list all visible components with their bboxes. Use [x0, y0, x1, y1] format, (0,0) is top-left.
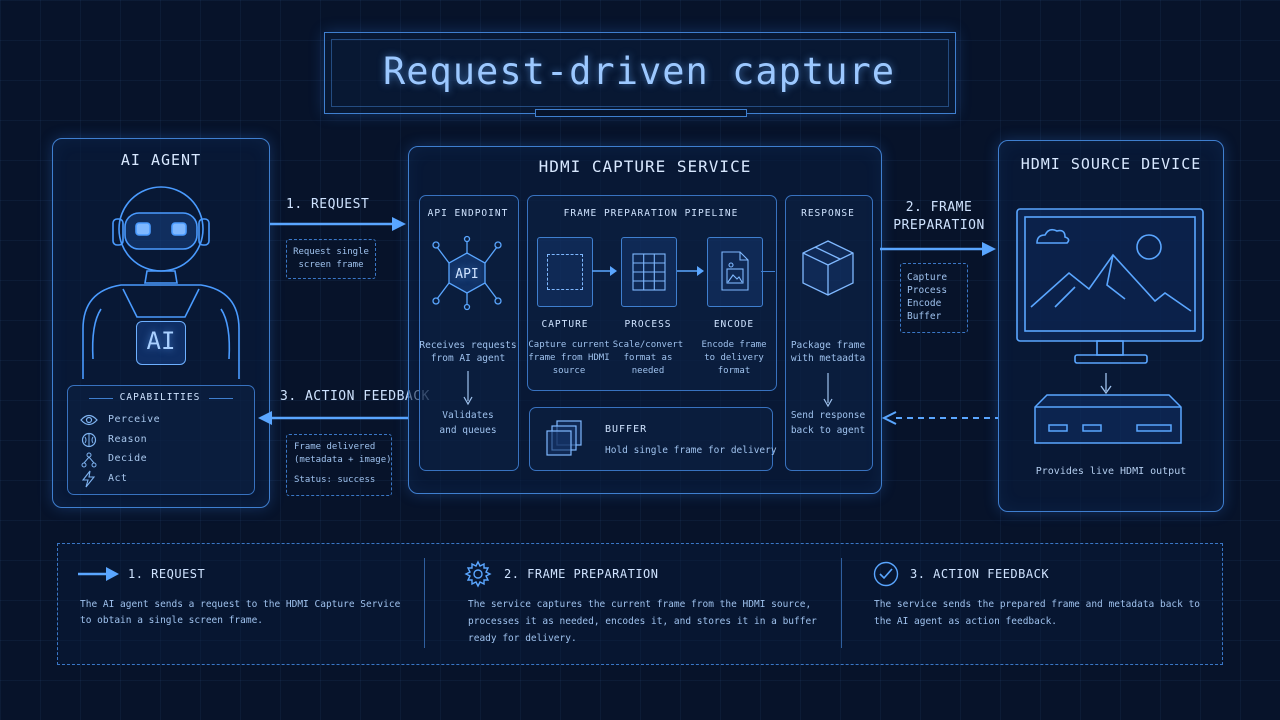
legend-feedback-desc-2: the AI agent as action feedback. — [874, 616, 1058, 627]
eye-icon — [80, 414, 98, 426]
buffer-desc: Hold single frame for delivery — [605, 445, 777, 456]
ai-chip-label: AI — [146, 327, 176, 355]
legend-preparation-desc-1: The service captures the current frame f… — [468, 599, 812, 610]
lightning-icon — [81, 470, 96, 488]
hdmi-source-panel: HDMI SOURCE DEVICE Provides live HDMI ou… — [998, 140, 1224, 512]
capabilities-title: CAPABILITIES — [119, 392, 201, 403]
source-down-arrow — [1100, 373, 1112, 395]
arrow-right-icon — [78, 567, 119, 581]
process-step-name: PROCESS — [624, 319, 672, 330]
capture-step-name: CAPTURE — [541, 319, 589, 330]
robot-icon — [82, 186, 240, 379]
legend-panel — [57, 543, 1223, 665]
encode-step-name: ENCODE — [713, 319, 755, 330]
response-title: RESPONSE — [801, 208, 855, 219]
monitor-icon — [1016, 208, 1204, 364]
feedback-note-line1: Frame delivered — [294, 442, 376, 452]
check-circle-icon — [873, 561, 899, 587]
capabilities-box — [67, 385, 255, 495]
pipeline-arrow-1 — [592, 266, 617, 276]
request-note-line2: screen frame — [298, 260, 364, 270]
service-title: HDMI CAPTURE SERVICE — [538, 157, 752, 176]
process-step-desc-2: format as — [623, 353, 673, 363]
encode-step-desc-3: format — [717, 366, 751, 376]
capability-reason: Reason — [108, 434, 148, 445]
pipeline-box — [527, 195, 777, 391]
package-icon — [802, 240, 854, 296]
response-desc-line1: Package frame — [790, 340, 866, 351]
response-send-line1: Send response — [790, 410, 866, 421]
preparation-note-2: Process — [907, 285, 948, 296]
response-send-line2: back to agent — [790, 425, 866, 436]
return-dashed-arrow — [881, 411, 998, 425]
api-icon-label: API — [455, 267, 479, 282]
process-step-desc-3: needed — [631, 366, 665, 376]
brain-icon — [81, 432, 97, 448]
gear-icon — [464, 560, 492, 588]
preparation-note-4: Buffer — [907, 311, 942, 322]
title-frame — [324, 32, 956, 117]
request-arrow — [270, 217, 406, 231]
preparation-note — [900, 263, 968, 333]
process-step-desc-1: Scale/convert — [612, 340, 684, 350]
capture-step-desc-2: frame from HDMI — [528, 353, 610, 363]
preparation-note-3: Encode — [907, 298, 942, 309]
legend-feedback-desc-1: The service sends the prepared frame and… — [874, 599, 1201, 610]
capability-decide: Decide — [108, 453, 148, 464]
ai-agent-title: AI AGENT — [120, 151, 202, 169]
capture-step-desc-3: source — [552, 366, 586, 376]
api-validates-line2: and queues — [439, 425, 497, 436]
capability-perceive: Perceive — [108, 414, 161, 425]
preparation-arrow — [880, 242, 996, 256]
api-desc-line1: Receives requests — [419, 340, 517, 351]
request-note — [286, 239, 376, 279]
legend-request-title: 1. REQUEST — [128, 567, 206, 581]
process-step-icon — [621, 237, 677, 307]
decision-tree-icon — [81, 452, 97, 468]
pipeline-arrow-2 — [677, 266, 704, 276]
feedback-note — [286, 434, 392, 496]
encode-step-icon — [707, 237, 763, 307]
feedback-note-line3: Status: success — [294, 475, 376, 485]
api-icon — [432, 235, 502, 311]
buffer-title: BUFFER — [605, 424, 648, 435]
capture-service-panel: HDMI CAPTURE SERVICE API ENDPOINT API Re… — [408, 146, 882, 494]
hdmi-box-icon — [1034, 394, 1182, 444]
response-desc-line2: with metaadta — [790, 353, 866, 364]
legend-preparation-title: 2. FRAME PREPARATION — [504, 567, 659, 581]
legend-request-desc-1: The AI agent sends a request to the HDMI… — [80, 599, 401, 610]
ai-agent-panel: AI AGENT AI CAPABILITIES Perceive Reason… — [52, 138, 270, 508]
legend-preparation-desc-2: processes it as needed, encodes it, and … — [468, 616, 817, 627]
preparation-note-1: Capture — [907, 272, 948, 283]
feedback-arrow — [258, 411, 408, 425]
feedback-note-line2: (metadata + image) — [294, 455, 392, 465]
api-down-arrow — [463, 371, 473, 406]
preparation-label-line1: 2. FRAME — [905, 200, 973, 215]
legend-preparation-desc-3: ready for delivery. — [468, 633, 577, 644]
api-endpoint-title: API ENDPOINT — [427, 208, 509, 219]
preparation-label-line2: PREPARATION — [893, 218, 985, 233]
source-desc: Provides live HDMI output — [1035, 466, 1187, 477]
pipeline-title: FRAME PREPARATION PIPELINE — [563, 208, 739, 219]
legend-feedback-title: 3. ACTION FEEDBACK — [910, 567, 1050, 581]
page-title: Request-driven capture — [382, 50, 896, 93]
ai-chip — [136, 321, 186, 365]
encode-step-desc-2: to delivery — [704, 353, 764, 363]
capture-step-icon — [537, 237, 593, 307]
response-down-arrow — [823, 373, 833, 408]
buffer-stack-icon — [546, 420, 582, 456]
legend-request-desc-2: to obtain a single screen frame. — [80, 615, 264, 626]
api-validates-line1: Validates — [442, 410, 494, 421]
feedback-label: 3. ACTION FEEDBACK — [280, 389, 430, 404]
api-desc-line2: from AI agent — [430, 353, 506, 364]
request-note-line1: Request single — [293, 247, 369, 257]
source-title: HDMI SOURCE DEVICE — [1020, 155, 1202, 173]
encode-step-desc-1: Encode frame — [701, 340, 767, 350]
capture-step-desc-1: Capture current — [528, 340, 610, 350]
request-label: 1. REQUEST — [286, 197, 370, 212]
capability-act: Act — [108, 473, 128, 484]
